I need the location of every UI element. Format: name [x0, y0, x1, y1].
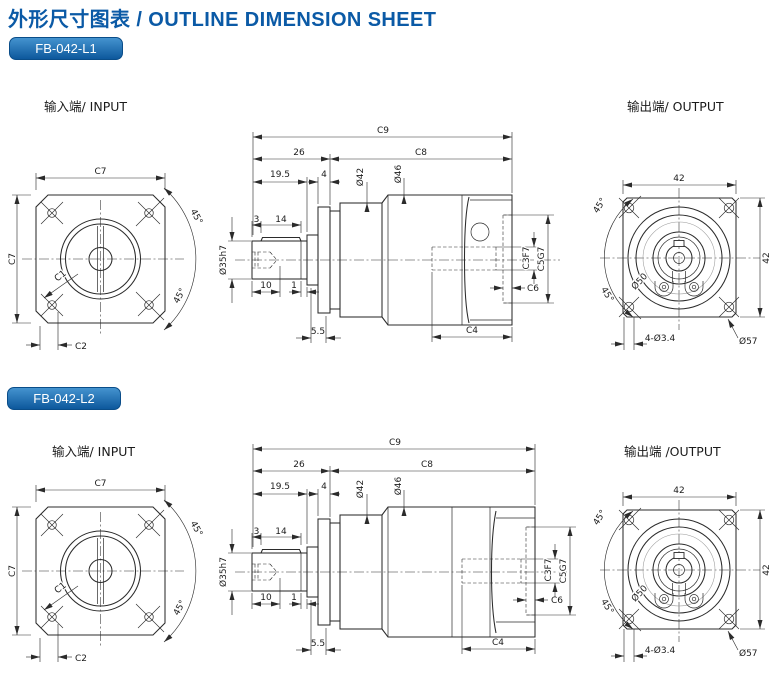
flange-outline [35, 506, 166, 636]
dim-label-45-bottom: 45° [598, 286, 615, 305]
bolt-cross-lines [40, 197, 165, 321]
dim-label-42-right: 42 [762, 564, 772, 575]
dim-label-c8: C8 [415, 148, 427, 158]
dim-label-c2: C2 [75, 654, 87, 664]
dim-label-45-bottom: 45° [172, 287, 188, 306]
input-header-l1: 输入端/ INPUT [44, 99, 128, 114]
dim-label-d57: Ø57 [739, 336, 758, 347]
dimensions: 42 42 Ø50 4-Ø3.4 Ø57 45° 45° [592, 486, 772, 662]
dim-label-d57: Ø57 [739, 648, 758, 659]
dim-label-3: 3 [254, 215, 260, 225]
model-badge-l2: FB-042-L2 [7, 387, 121, 410]
dim-label-c7-top: C7 [94, 167, 106, 177]
dim-label-4-holes: 4-Ø3.4 [645, 645, 676, 656]
dim-label-c4: C4 [492, 638, 504, 648]
dim-label-c7-left: C7 [8, 253, 18, 265]
dim-label-c1: C1 [53, 269, 69, 284]
dim-label-c6: C6 [527, 284, 539, 294]
input-header-l2: 输入端/ INPUT [52, 444, 136, 459]
dim-label-14: 14 [275, 215, 287, 225]
dim-label-26: 26 [293, 148, 305, 158]
flange-outline [35, 194, 166, 324]
side-view-drawing-l2: C9 26 C8 19.5 4 Ø42 Ø46 Ø35h7 3 14 10 1 … [217, 438, 576, 655]
dim-label-4: 4 [321, 482, 327, 492]
dimensions: C9 26 C8 19.5 4 Ø42 Ø46 Ø35h7 3 14 10 1 … [217, 126, 554, 343]
dim-label-14: 14 [275, 527, 287, 537]
dim-label-d42: Ø42 [355, 480, 366, 499]
dim-label-5-5: 5.5 [311, 327, 325, 337]
output-flange-outline [622, 509, 737, 630]
side-view-drawing-l1: C9 26 C8 19.5 4 Ø42 Ø46 Ø35h7 3 14 10 1 … [217, 126, 560, 343]
input-view-drawing-l1: C7 C7 C1 C2 45° 45° [8, 167, 204, 352]
dim-label-4: 4 [321, 170, 327, 180]
output-flange-outline [622, 197, 737, 318]
dim-label-10: 10 [260, 593, 272, 603]
model-badge-l1: FB-042-L1 [9, 37, 123, 60]
dim-label-45-top: 45° [188, 520, 204, 539]
output-view-drawing-l2: 42 42 Ø50 4-Ø3.4 Ø57 45° 45° [592, 486, 772, 662]
gearbox-outline [251, 506, 536, 638]
dim-label-c3f7: C3F7 [522, 247, 532, 270]
dim-label-4-holes: 4-Ø3.4 [645, 333, 676, 344]
center-lines [22, 512, 184, 648]
dim-label-c7-left: C7 [8, 565, 18, 577]
dim-label-42-right: 42 [762, 252, 772, 263]
dim-label-3: 3 [254, 527, 260, 537]
dim-label-5-5: 5.5 [311, 639, 325, 649]
dim-label-d35h7: Ø35h7 [218, 245, 229, 275]
dim-label-42-top: 42 [673, 174, 684, 184]
dim-label-d46: Ø46 [393, 476, 404, 495]
dim-label-c9: C9 [377, 126, 389, 136]
output-header-l1: 输出端/ OUTPUT [627, 99, 724, 114]
dim-label-c1: C1 [53, 581, 69, 596]
dim-label-c6: C6 [551, 596, 563, 606]
dimensions: 42 42 Ø50 4-Ø3.4 Ø57 45° 45° [592, 174, 772, 350]
dim-label-c2: C2 [75, 342, 87, 352]
dim-label-45-top: 45° [188, 208, 204, 227]
dim-label-26: 26 [293, 460, 305, 470]
dim-label-c4: C4 [466, 326, 478, 336]
dim-label-19-5: 19.5 [270, 482, 290, 492]
dim-label-45-top: 45° [592, 509, 609, 528]
dim-label-d46: Ø46 [393, 164, 404, 183]
dimensions: C9 26 C8 19.5 4 Ø42 Ø46 Ø35h7 3 14 10 1 … [217, 438, 576, 655]
dim-label-c5g7: C5G7 [537, 247, 547, 272]
output-view-drawing-l1: 42 42 Ø50 4-Ø3.4 Ø57 45° 45° [592, 174, 772, 350]
bolt-cross-lines [40, 509, 165, 633]
dim-label-45-bottom: 45° [172, 599, 188, 618]
dim-label-c5g7: C5G7 [559, 559, 569, 584]
dim-label-45-bottom: 45° [598, 598, 615, 617]
dim-label-19-5: 19.5 [270, 170, 290, 180]
dim-label-10: 10 [260, 281, 272, 291]
input-view-drawing-l2: C7 C7 C1 C2 45° 45° [8, 479, 204, 664]
dim-label-d42: Ø42 [355, 168, 366, 187]
dim-label-1: 1 [291, 593, 297, 603]
dim-label-c3f7: C3F7 [544, 559, 554, 582]
gearbox-outline [251, 194, 513, 326]
dim-label-c7-top: C7 [94, 479, 106, 489]
dim-label-42-top: 42 [673, 486, 684, 496]
dim-label-45-top: 45° [592, 197, 609, 216]
dim-label-c8: C8 [421, 460, 433, 470]
center-lines [22, 200, 184, 336]
page-title: 外形尺寸图表 / OUTLINE DIMENSION SHEET [8, 9, 437, 31]
dim-label-1: 1 [291, 281, 297, 291]
dim-label-d35h7: Ø35h7 [218, 557, 229, 587]
dim-label-c9: C9 [389, 438, 401, 448]
output-header-l2: 输出端 /OUTPUT [624, 444, 721, 459]
